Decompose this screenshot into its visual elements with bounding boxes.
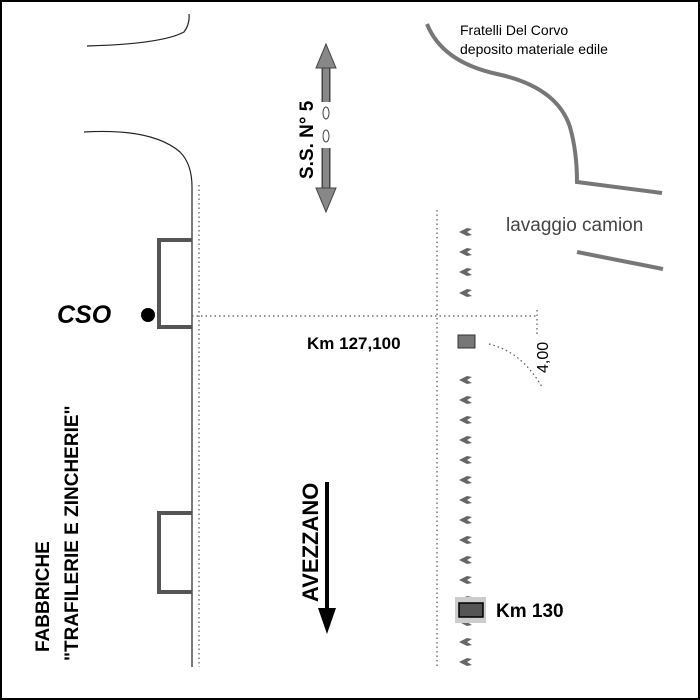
barrier-ticks-upper — [459, 228, 472, 297]
road-right-lower-line — [576, 250, 664, 271]
truck-wash-label: lavaggio camion — [506, 215, 643, 236]
road-double-arrow — [315, 42, 337, 214]
avezzano-label: AVEZZANO — [298, 483, 323, 602]
road-left-edge — [83, 130, 193, 667]
km-127-label: Km 127,100 — [307, 334, 401, 353]
factories-label-line1: FABBRICHE — [33, 541, 54, 652]
km-130-label: Km 130 — [496, 601, 564, 622]
building-outline-lower — [157, 511, 192, 594]
road-right-curve — [425, 23, 663, 195]
factories-label-line2: "TRAFILERIE E ZINCHERIE" — [62, 405, 83, 661]
company-name-label: Fratelli Del Corvo — [460, 22, 568, 38]
km-marker-2 — [455, 597, 486, 623]
building-outline-upper — [157, 238, 192, 329]
cso-label: CSO — [57, 301, 112, 329]
road-name-label: S.S. N° 5 — [297, 100, 318, 179]
direction-arrow — [318, 482, 336, 634]
distance-curve — [488, 343, 543, 388]
curb-curve-top — [86, 13, 190, 47]
km-marker-1 — [457, 334, 476, 349]
company-description-label: deposito materiale edile — [460, 41, 608, 57]
distance-label: 4,00 — [535, 342, 552, 373]
cso-point — [141, 308, 155, 322]
